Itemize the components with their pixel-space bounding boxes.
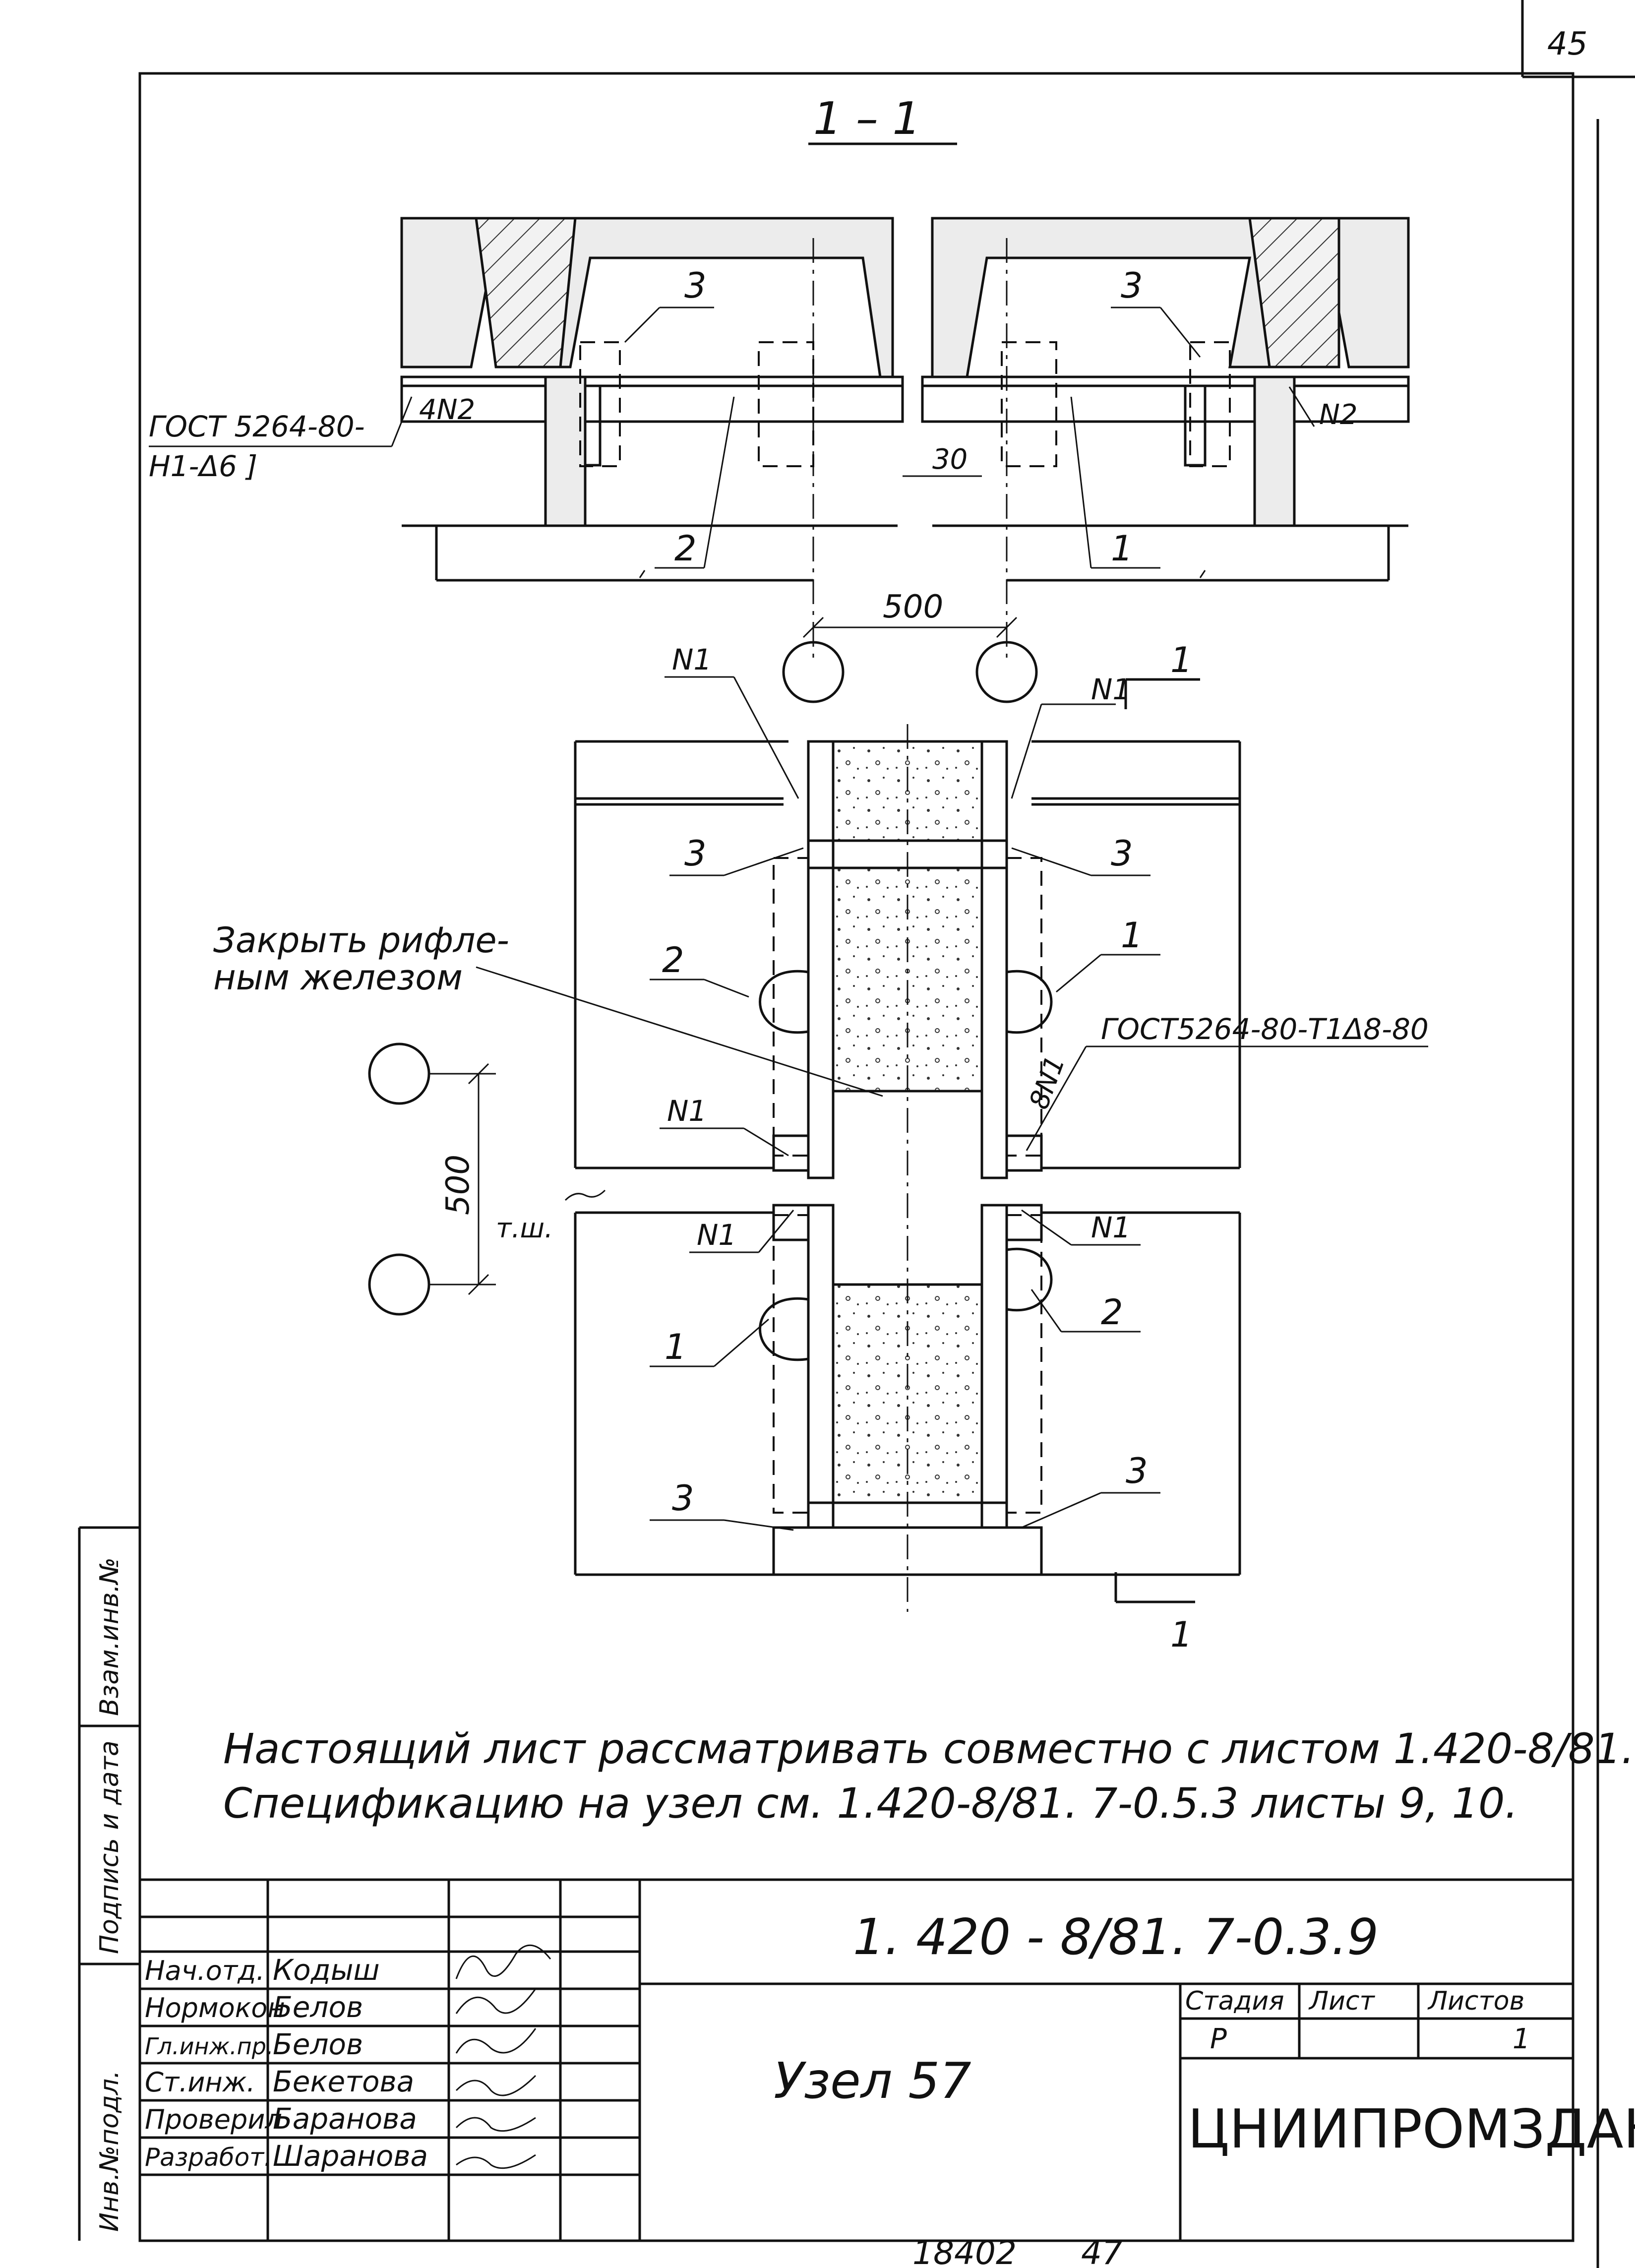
callout-1-upper: 1 <box>1121 915 1143 956</box>
note-line-2: Спецификацию на узел см. 1.420-8/81. 7-0… <box>223 1779 1518 1828</box>
plan-view: 1 N1 N1 3 3 Закрыть рифле- ным железом 2… <box>213 640 1429 1655</box>
cover-note-line2: ным железом <box>213 957 463 998</box>
stage-value: Р <box>1210 2023 1227 2055</box>
name-4: Бекетова <box>273 2065 414 2098</box>
stamp-signature-date: Подпись и дата <box>95 1740 124 1954</box>
title-block: Нач.отд. Кодыш Нормокон Белов Гл.инж.пр.… <box>140 1878 1635 2241</box>
stamp-inv-podl: Инв.№подл. <box>95 2070 124 2232</box>
gap-30: 30 <box>932 443 968 476</box>
gost-right: ГОСТ5264-80-Т1Δ8-80 <box>1101 1012 1429 1046</box>
tsh-label: т.ш. <box>496 1213 553 1244</box>
name-1: Кодыш <box>273 1953 380 1987</box>
callout-1-lower: 1 <box>665 1327 687 1367</box>
weld-n2-right: N2 <box>1319 399 1358 431</box>
callout-3-left: 3 <box>684 265 707 306</box>
sheets-value: 1 <box>1513 2023 1530 2055</box>
section-mark-top: 1 <box>1170 640 1193 680</box>
callout-3-tl: 3 <box>684 833 707 874</box>
callout-3-bl: 3 <box>672 1478 694 1519</box>
name-2: Белов <box>273 1990 363 2024</box>
stamp-vzam-inv: Взам.инв.№ <box>95 1557 124 1716</box>
page-number: 45 <box>1547 26 1587 62</box>
section-mark-bottom: 1 <box>1170 1614 1193 1655</box>
callout-3-right: 3 <box>1121 265 1143 306</box>
footer-left: 18402 <box>912 2234 1017 2268</box>
gost-left-line2: Н1-Δ6 ] <box>149 449 257 483</box>
callout-2-lower: 2 <box>1101 1292 1123 1333</box>
sheets-header: Листов <box>1427 1986 1524 2016</box>
doc-code: 1. 420 - 8/81. 7-0.3.9 <box>853 1908 1379 1966</box>
n1-top-right: N1 <box>1091 673 1131 706</box>
callout-2-top: 2 <box>674 528 697 569</box>
weld-4n2: 4N2 <box>419 394 475 426</box>
dim-500-vertical: 500 <box>440 1155 477 1215</box>
notes: Настоящий лист рассматривать совместно с… <box>223 1724 1635 1828</box>
role-1: Нач.отд. <box>145 1955 265 1986</box>
name-5: Баранова <box>273 2102 417 2136</box>
page-corner: 45 <box>1521 0 1635 78</box>
sheet-frame <box>138 72 1574 2242</box>
callout-3-br: 3 <box>1126 1451 1148 1491</box>
node-title: Узел 57 <box>774 2052 971 2110</box>
side-stamp: Инв.№подл. Подпись и дата Взам.инв.№ <box>78 1526 140 2241</box>
dim-500-top: 500 <box>883 589 943 625</box>
gost-left-line1: ГОСТ 5264-80- <box>149 410 365 443</box>
callout-3-tr: 3 <box>1111 833 1133 874</box>
stage-header: Стадия <box>1185 1986 1284 2016</box>
handwritten-signatures <box>455 1944 551 2169</box>
role-5: Проверил <box>145 2104 282 2135</box>
section-view: 1 – 1 ГОСТ 5264-80- <box>149 93 1410 703</box>
footer: 18402 47 <box>912 2234 1123 2268</box>
name-6: Шаранова <box>273 2139 428 2173</box>
sheet-header: Лист <box>1308 1986 1375 2016</box>
callout-2-upper: 2 <box>662 940 684 981</box>
organization: ЦНИИПРОМЗДАНИЙ <box>1188 2097 1635 2160</box>
cover-note-line1: Закрыть рифле- <box>213 920 509 961</box>
role-6: Разработ. <box>145 2143 272 2172</box>
n1-low-left: N1 <box>697 1218 736 1252</box>
weld-8n1: 8N1 <box>1023 1051 1071 1113</box>
section-title: 1 – 1 <box>813 93 921 145</box>
note-line-1: Настоящий лист рассматривать совместно с… <box>223 1724 1635 1773</box>
name-3: Белов <box>273 2027 363 2061</box>
footer-right: 47 <box>1081 2234 1123 2268</box>
role-2: Нормокон <box>145 1992 285 2023</box>
n1-mid-left: N1 <box>667 1094 707 1128</box>
n1-top-left: N1 <box>672 643 712 676</box>
role-3: Гл.инж.пр. <box>145 2033 274 2060</box>
role-4: Ст.инж. <box>145 2067 255 2098</box>
callout-1-top: 1 <box>1111 528 1133 569</box>
n1-low-right: N1 <box>1091 1211 1131 1244</box>
